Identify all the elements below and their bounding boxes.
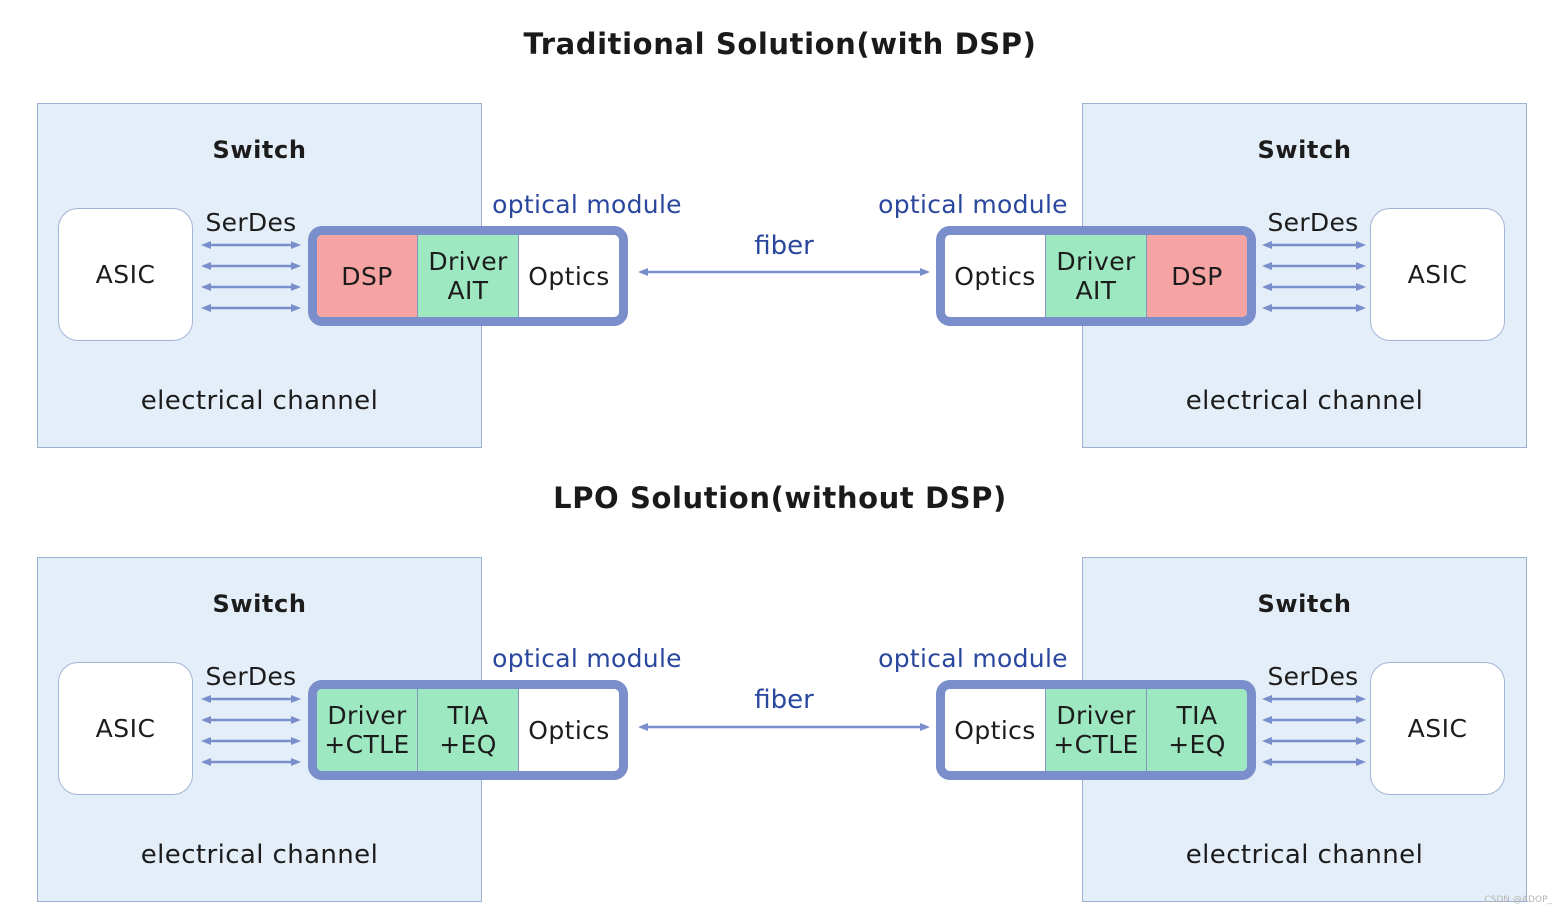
- asic-label: ASIC: [95, 260, 156, 289]
- connection-arrows: [201, 695, 1366, 766]
- right-electrical-channel-label: electrical channel: [1185, 840, 1424, 870]
- cell-line: +EQ: [439, 730, 497, 759]
- cell-line: AIT: [447, 276, 489, 305]
- section-title: LPO Solution(without DSP): [553, 481, 1007, 515]
- dsp-block: DSP: [317, 235, 417, 317]
- right-switch-label: Switch: [1257, 136, 1352, 164]
- cell-line: TIA: [1176, 701, 1218, 730]
- right-optical-module: Optics Driver AIT DSP: [936, 226, 1256, 326]
- fiber-label: fiber: [754, 685, 814, 715]
- driver-ctle-block: Driver +CTLE: [1045, 689, 1146, 771]
- left-electrical-channel-label: electrical channel: [140, 840, 379, 870]
- optics-block: Optics: [945, 689, 1045, 771]
- cell-line: DSP: [341, 261, 393, 291]
- asic-label: ASIC: [1407, 714, 1468, 743]
- cell-line: DSP: [1171, 261, 1223, 291]
- connection-arrows: [201, 241, 1366, 312]
- cell-line: Optics: [954, 715, 1036, 745]
- left-electrical-channel-label: electrical channel: [140, 386, 379, 416]
- cell-line: +EQ: [1168, 730, 1226, 759]
- dsp-block: DSP: [1146, 235, 1247, 317]
- optics-block: Optics: [518, 235, 619, 317]
- section-title: Traditional Solution(with DSP): [523, 27, 1037, 61]
- cell-line: Optics: [954, 261, 1036, 291]
- optics-block: Optics: [945, 235, 1045, 317]
- right-electrical-channel-label: electrical channel: [1185, 386, 1424, 416]
- right-serdes-label: SerDes: [1267, 662, 1359, 691]
- cell-line: Optics: [528, 715, 610, 745]
- tia-eq-block: TIA +EQ: [1146, 689, 1247, 771]
- asic-label: ASIC: [95, 714, 156, 743]
- right-optical-module-label: optical module: [878, 644, 1068, 673]
- cell-line: +CTLE: [324, 730, 410, 759]
- cell-line: Driver: [327, 701, 407, 730]
- left-serdes-label: SerDes: [205, 208, 297, 237]
- driver-ait-block: Driver AIT: [417, 235, 518, 317]
- fiber-label: fiber: [754, 231, 814, 261]
- tia-eq-block: TIA +EQ: [417, 689, 518, 771]
- cell-line: +CTLE: [1053, 730, 1139, 759]
- driver-ait-block: Driver AIT: [1045, 235, 1146, 317]
- asic-label: ASIC: [1407, 260, 1468, 289]
- cell-line: Driver: [1056, 701, 1136, 730]
- optics-block: Optics: [518, 689, 619, 771]
- left-optical-module-label: optical module: [492, 644, 682, 673]
- left-switch-label: Switch: [212, 590, 307, 618]
- traditional-solution-section: Traditional Solution(with DSP) Switch Sw…: [0, 0, 1560, 454]
- right-switch-label: Switch: [1257, 590, 1352, 618]
- left-switch-label: Switch: [212, 136, 307, 164]
- cell-line: TIA: [447, 701, 489, 730]
- left-asic-chip: ASIC: [58, 662, 193, 795]
- left-optical-module: DSP Driver AIT Optics: [308, 226, 628, 326]
- right-optical-module: Optics Driver +CTLE TIA +EQ: [936, 680, 1256, 780]
- cell-line: Optics: [528, 261, 610, 291]
- cell-line: Driver: [428, 247, 508, 276]
- lpo-solution-section: LPO Solution(without DSP) Switch Switch …: [0, 454, 1560, 908]
- right-optical-module-label: optical module: [878, 190, 1068, 219]
- cell-line: Driver: [1056, 247, 1136, 276]
- watermark: CSDN @ADOP_: [1484, 895, 1552, 905]
- left-optical-module: Driver +CTLE TIA +EQ Optics: [308, 680, 628, 780]
- left-optical-module-label: optical module: [492, 190, 682, 219]
- right-asic-chip: ASIC: [1370, 208, 1505, 341]
- left-serdes-label: SerDes: [205, 662, 297, 691]
- driver-ctle-block: Driver +CTLE: [317, 689, 417, 771]
- right-asic-chip: ASIC: [1370, 662, 1505, 795]
- right-serdes-label: SerDes: [1267, 208, 1359, 237]
- left-asic-chip: ASIC: [58, 208, 193, 341]
- cell-line: AIT: [1075, 276, 1117, 305]
